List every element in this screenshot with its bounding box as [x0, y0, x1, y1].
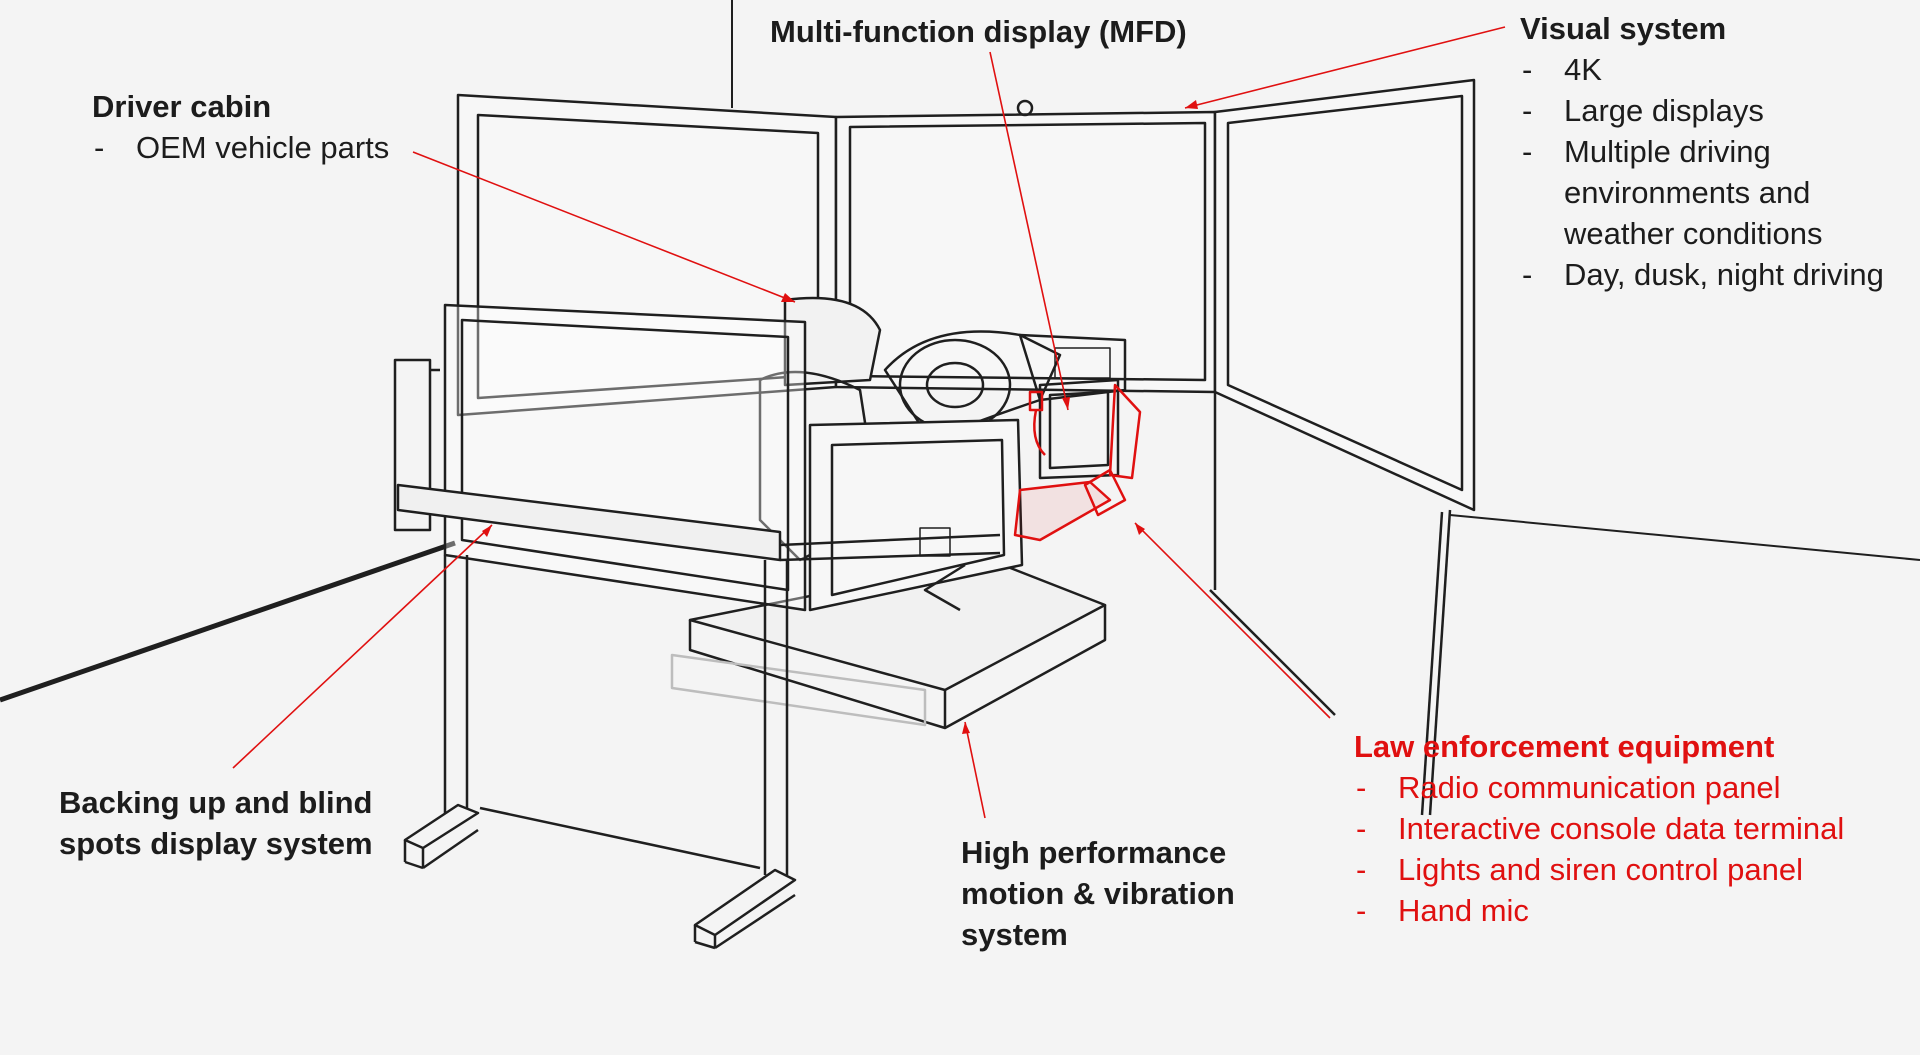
list-item: Radio communication panel [1354, 767, 1854, 808]
motion-label: High performance motion & vibration syst… [961, 832, 1261, 955]
visual-system-title: Visual system [1520, 11, 1727, 46]
visual-system-label: Visual system 4K Large displays Multiple… [1520, 8, 1910, 295]
law-enforcement-list: Radio communication panel Interactive co… [1354, 767, 1854, 931]
driver-cabin-title: Driver cabin [92, 89, 272, 124]
callout-leaders [232, 26, 1506, 819]
rear-display [808, 418, 1024, 612]
callout-arrowheads [482, 100, 1198, 734]
room-outline [0, 0, 1920, 703]
backing-up-title: Backing up and blind spots display syste… [59, 785, 373, 861]
mfd-screen [1038, 378, 1120, 480]
driver-cabin-list: OEM vehicle parts [92, 127, 432, 168]
list-item: Multiple driving environments and weathe… [1520, 131, 1910, 254]
list-item: Hand mic [1354, 890, 1854, 931]
mfd-title: Multi-function display (MFD) [770, 14, 1187, 49]
law-enforcement-title: Law enforcement equipment [1354, 729, 1775, 764]
list-item: Lights and siren control panel [1354, 849, 1854, 890]
list-item: OEM vehicle parts [92, 127, 432, 168]
backing-up-label: Backing up and blind spots display syste… [59, 782, 379, 864]
blind-spot-frame [393, 303, 1001, 950]
motion-platform [670, 558, 1336, 730]
list-item: Large displays [1520, 90, 1910, 131]
law-enforcement-label: Law enforcement equipment Radio communic… [1354, 726, 1854, 931]
mfd-label: Multi-function display (MFD) [770, 11, 1230, 52]
list-item: 4K [1520, 49, 1910, 90]
law-enforcement-equipment [1013, 383, 1142, 542]
visual-system-list: 4K Large displays Multiple driving envir… [1520, 49, 1910, 295]
motion-title: High performance motion & vibration syst… [961, 835, 1235, 952]
driver-cabin-label: Driver cabin OEM vehicle parts [92, 86, 432, 168]
list-item: Interactive console data terminal [1354, 808, 1854, 849]
list-item: Day, dusk, night driving [1520, 254, 1910, 295]
